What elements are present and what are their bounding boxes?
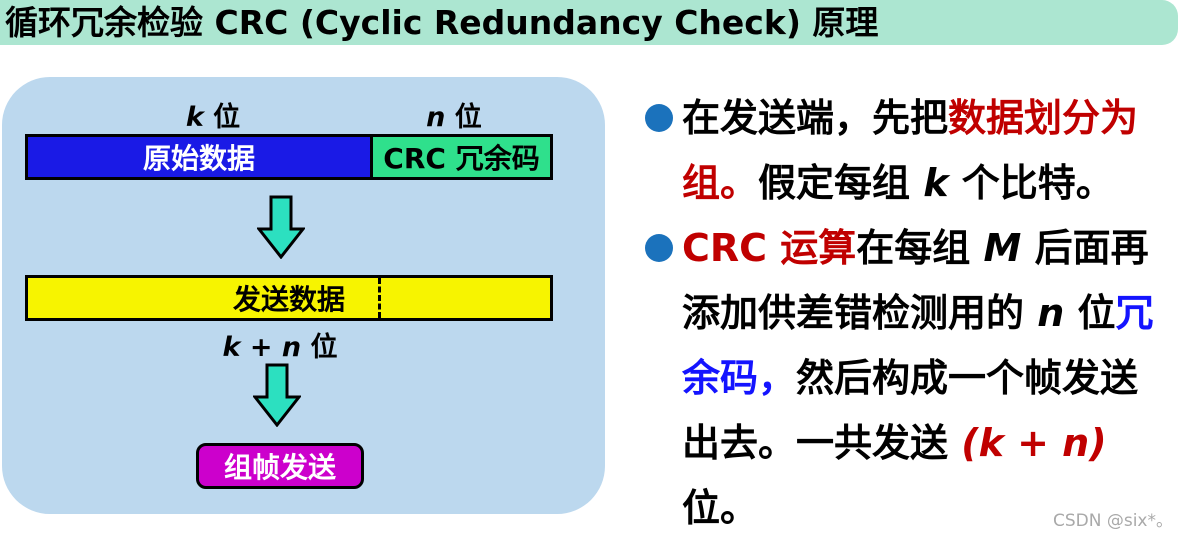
title-bar: 循环冗余检验 CRC (Cyclic Redundancy Check) 原理 [0,0,1178,45]
n-bits-label: n 位 [426,102,482,133]
bullet-icon [645,234,673,262]
send-data-label: 发送数据 [232,283,345,316]
k-bits-label: k 位 [185,102,241,133]
list-item: 在发送端，先把数据划分为组。假定每组 k 个比特。 [645,86,1165,216]
send-data-box: 发送数据 [25,275,553,321]
bullet-icon [645,104,673,132]
down-arrow-icon [257,195,305,259]
bullet-2-text: CRC 运算在每组 M 后面再添加供差错检测用的 n 位冗余码，然后构成一个帧发… [682,226,1154,530]
csdn-watermark: CSDN @six*。 [1052,511,1173,531]
crc-diagram-panel: k 位 n 位 原始数据 CRC 冗余码 发送数据 k + n 位 组帧发送 [2,77,605,514]
down-arrow-icon [253,363,301,427]
data-crc-box-row: 原始数据 CRC 冗余码 [25,134,553,180]
bullet-list: 在发送端，先把数据划分为组。假定每组 k 个比特。 CRC 运算在每组 M 后面… [645,86,1165,541]
crc-redundancy-box: CRC 冗余码 [373,134,553,180]
list-item: CRC 运算在每组 M 后面再添加供差错检测用的 n 位冗余码，然后构成一个帧发… [645,216,1165,541]
bullet-1-text: 在发送端，先把数据划分为组。假定每组 k 个比特。 [682,96,1139,205]
page-title: 循环冗余检验 CRC (Cyclic Redundancy Check) 原理 [5,3,879,42]
k-n-divider-dashed-line [378,278,381,318]
frame-send-box: 组帧发送 [196,443,364,489]
original-data-box: 原始数据 [25,134,373,180]
k-plus-n-bits-label: k + n 位 [222,332,338,363]
